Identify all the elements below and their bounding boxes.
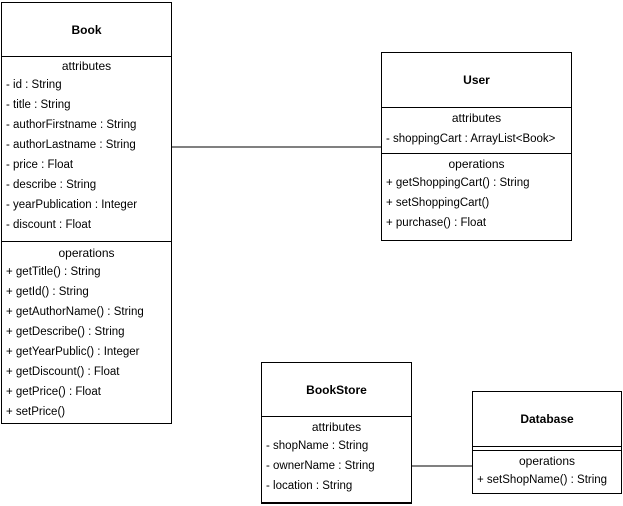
book-attributes-list: - id : String - title : String - authorF…	[2, 75, 171, 235]
book-attributes-label: attributes	[61, 59, 112, 73]
book-attribute: - price : Float	[6, 159, 74, 171]
bookstore-attribute: - shopName : String	[266, 440, 369, 452]
bookstore-operations-section	[262, 502, 411, 506]
book-operation: + getAuthorName() : String	[6, 306, 144, 318]
book-section-divider	[2, 241, 171, 242]
database-section-divider	[473, 450, 621, 451]
bookstore-class-name: BookStore	[262, 363, 411, 417]
book-class[interactable]: Book attributes - id : String - title : …	[1, 2, 172, 424]
book-operation: + getPrice() : Float	[6, 386, 101, 398]
user-operation: + purchase() : Float	[386, 217, 487, 229]
user-class[interactable]: User attributes - shoppingCart : ArrayLi…	[381, 52, 572, 241]
book-attribute: - discount : Float	[6, 219, 92, 231]
book-operation: + setPrice()	[6, 406, 66, 418]
book-operation: + getId() : String	[6, 286, 89, 298]
user-attributes-label: attributes	[451, 111, 502, 125]
user-class-name: User	[382, 53, 571, 108]
book-attribute: - id : String	[6, 79, 62, 91]
book-attribute: - authorLastname : String	[6, 139, 136, 151]
book-attribute: - describe : String	[6, 179, 97, 191]
book-attribute: - authorFirstname : String	[6, 119, 137, 131]
book-class-name: Book	[2, 3, 171, 57]
book-attribute: - yearPublication : Integer	[6, 199, 138, 211]
book-operations-list: + getTitle() : String + getId() : String…	[2, 262, 171, 422]
user-operations-list: + getShoppingCart() : String + setShoppi…	[382, 173, 571, 233]
database-class-name: Database	[520, 412, 574, 426]
user-section-divider	[382, 153, 571, 154]
user-operation: + getShoppingCart() : String	[386, 177, 530, 189]
bookstore-attribute: - location : String	[266, 480, 353, 492]
bookstore-attributes-list: - shopName : String - ownerName : String…	[262, 436, 411, 496]
book-attribute: - title : String	[6, 99, 71, 111]
bookstore-attributes-label: attributes	[311, 420, 362, 434]
database-attributes-section	[473, 446, 621, 450]
user-operation: + setShoppingCart()	[386, 197, 490, 209]
user-operations-label: operations	[448, 157, 505, 171]
book-operations-label: operations	[58, 246, 115, 260]
database-operation: + setShopName() : String	[477, 474, 608, 486]
bookstore-class[interactable]: BookStore attributes - shopName : String…	[261, 362, 412, 504]
database-class[interactable]: Database operations + setShopName() : St…	[472, 391, 622, 494]
database-operations-label: operations	[518, 454, 576, 468]
user-attribute: - shoppingCart : ArrayList<Book>	[386, 133, 556, 145]
book-operation: + getYearPublic() : Integer	[6, 346, 140, 358]
bookstore-attribute: - ownerName : String	[266, 460, 375, 472]
book-operation: + getTitle() : String	[6, 266, 101, 278]
book-operation: + getDiscount() : Float	[6, 366, 120, 378]
book-operation: + getDescribe() : String	[6, 326, 125, 338]
